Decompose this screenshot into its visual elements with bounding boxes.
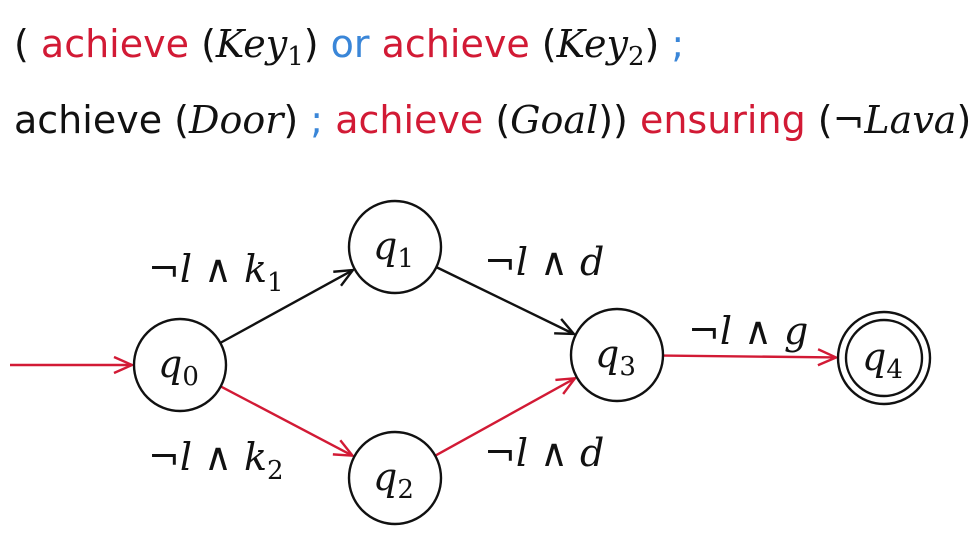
formula-token: 1 — [287, 42, 304, 72]
state-q3: q3 — [569, 307, 665, 403]
formula-token: ) — [956, 98, 970, 142]
formula-token: ) — [303, 22, 331, 66]
state-label-subscript: 1 — [397, 244, 414, 274]
state-circle — [836, 310, 932, 406]
edge-q3-q4 — [662, 356, 836, 358]
formula-token: Key — [556, 22, 628, 66]
state-label: q4 — [862, 335, 903, 385]
state-label-subscript: 2 — [397, 475, 414, 505]
formula-token: ensuring — [639, 98, 806, 142]
formula-token: ) — [644, 22, 672, 66]
state-label-subscript: 3 — [619, 352, 636, 382]
edge-label-text: ¬l ∧ d — [484, 431, 604, 475]
formula-token: Door — [188, 98, 284, 142]
formula-token: achieve — [335, 98, 484, 142]
formula-token: Goal — [510, 98, 599, 142]
formula-token: ( — [162, 98, 189, 142]
formula-token: achieve — [14, 98, 163, 142]
formula-token: ( — [14, 22, 41, 66]
edge-label-subscript: 1 — [267, 268, 284, 298]
edge-label-text: ¬l ∧ k — [148, 247, 267, 291]
formula-token: ( — [805, 98, 833, 142]
edge-label-subscript: 2 — [267, 456, 284, 486]
state-label-base: q — [373, 224, 397, 268]
formula-token: or — [330, 22, 370, 66]
edge-label-q0-q1: ¬l ∧ k1 — [148, 247, 284, 298]
formula-token: Key — [215, 22, 288, 66]
state-label-base: q — [158, 342, 182, 386]
formula-token: achieve — [40, 22, 189, 66]
state-label: q3 — [595, 332, 636, 382]
formula-token: )) — [598, 98, 640, 142]
formula-token: ) — [283, 98, 311, 142]
formula-token: ; — [310, 98, 324, 142]
formula-token: achieve — [381, 22, 530, 66]
edge-q0-q2 — [220, 385, 353, 455]
edge-label-text: ¬l ∧ d — [484, 240, 604, 284]
edge-label-text: ¬l ∧ g — [688, 309, 808, 353]
edge-q0-q1 — [219, 270, 353, 344]
edges-layer — [10, 266, 836, 457]
formula-token: ( — [529, 22, 557, 66]
state-label-subscript: 0 — [182, 362, 199, 392]
formula-token: ; — [671, 22, 685, 66]
edge-q2-q3 — [434, 378, 575, 457]
accepting-ring — [844, 318, 924, 398]
state-q0: q0 — [132, 317, 228, 413]
edge-q1-q3 — [435, 266, 573, 334]
state-circle — [347, 430, 443, 526]
edge-label-q1-q3: ¬l ∧ d — [484, 240, 604, 284]
formula-line-2: achieve (Door) ; achieve (Goal)) ensurin… — [14, 98, 970, 142]
state-label: q2 — [373, 455, 414, 505]
formula-line-1: ( achieve (Key1) or achieve (Key2) ; — [14, 22, 684, 72]
state-label-base: q — [373, 455, 397, 499]
formula-token: ( — [188, 22, 216, 66]
state-label: q0 — [158, 342, 199, 392]
state-q1: q1 — [347, 199, 443, 295]
state-label-base: q — [595, 332, 619, 376]
state-q2: q2 — [347, 430, 443, 526]
edge-label-text: ¬l ∧ k — [148, 435, 267, 479]
state-label-base: q — [862, 335, 886, 379]
state-label-subscript: 4 — [886, 355, 903, 385]
formula-token: ( — [483, 98, 511, 142]
state-label: q1 — [373, 224, 414, 274]
formula-token: ¬Lava — [832, 98, 957, 142]
state-circle — [569, 307, 665, 403]
edge-labels-layer: ¬l ∧ k1¬l ∧ d¬l ∧ k2¬l ∧ d¬l ∧ g — [148, 240, 808, 486]
edge-label-q3-q4: ¬l ∧ g — [688, 309, 808, 353]
edge-label-q2-q3: ¬l ∧ d — [484, 431, 604, 475]
state-q4: q4 — [836, 310, 932, 406]
edge-label-q0-q2: ¬l ∧ k2 — [148, 435, 284, 486]
formula-token: 2 — [627, 42, 645, 72]
state-circle — [347, 199, 443, 295]
state-circle — [132, 317, 228, 413]
